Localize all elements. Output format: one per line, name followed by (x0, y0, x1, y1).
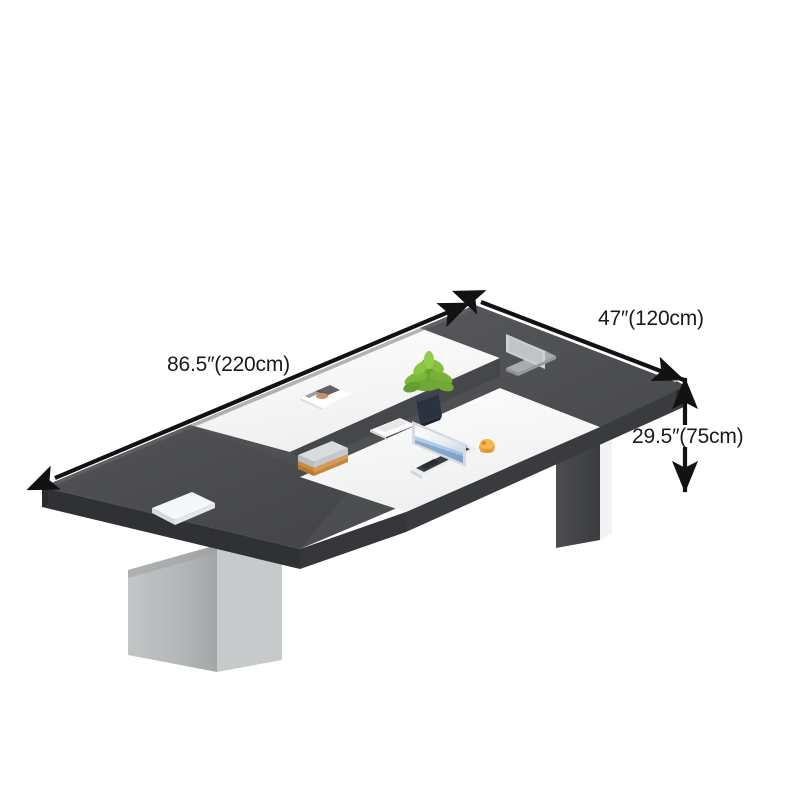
dimension-depth-label: 47″(120cm) (598, 307, 704, 330)
dimension-height: 29.5″(75cm) (632, 377, 744, 493)
table-leg-left (128, 528, 282, 672)
desk-trinket-item (479, 439, 495, 453)
dimension-width: 86.5″(220cm) (26, 301, 471, 491)
dimension-depth: 47″(120cm) (451, 290, 704, 382)
notebook-pad-item (152, 492, 215, 525)
dimension-height-label: 29.5″(75cm) (632, 425, 743, 448)
table-group (42, 305, 686, 672)
dimension-width-label: 86.5″(220cm) (167, 353, 290, 376)
